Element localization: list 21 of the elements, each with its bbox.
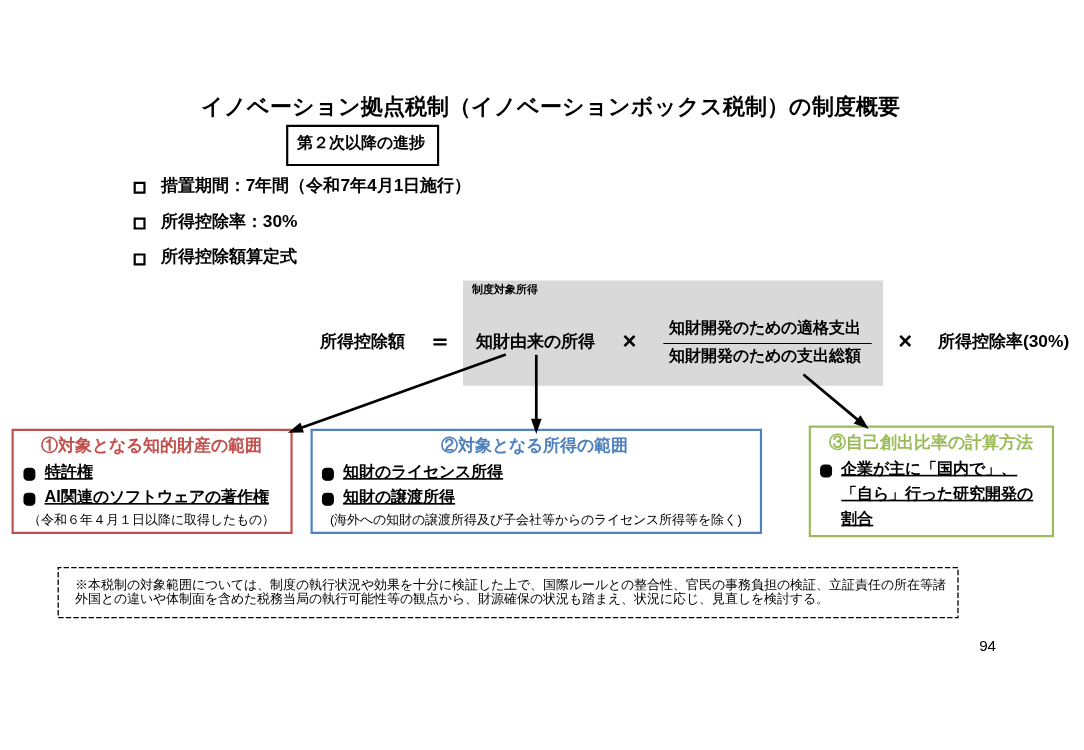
node-box: ②対象となる所得の範囲 知財のライセンス所得 知財の譲渡所得 (海外への知財の譲渡所得及び子会社等からのライセンス所得等を除く) bbox=[310, 428, 763, 534]
label: 措置期間：7年間（令和7年4月1日施行） bbox=[160, 174, 472, 195]
label: 94 bbox=[979, 637, 997, 655]
label: 所得控除額算定式 bbox=[160, 246, 297, 267]
arrow bbox=[530, 354, 542, 434]
arrow bbox=[802, 373, 869, 430]
label: 所得控除率(30%) bbox=[937, 330, 1070, 351]
node-box: 第２次以降の進捗 bbox=[286, 124, 440, 167]
node-box: ③自己創出比率の計算方法 企業が主に「国内で」、「自ら」行った研究開発の割合 bbox=[808, 425, 1055, 538]
label: 所得控除額 bbox=[319, 330, 405, 351]
label: × bbox=[898, 326, 913, 354]
label: × bbox=[622, 326, 637, 354]
arrow bbox=[287, 353, 507, 433]
label: ＝ bbox=[427, 326, 452, 354]
node-box: ①対象となる知的財産の範囲 特許権 AI関連のソフトウェアの著作権 （令和６年４月１日以降に取得したもの） bbox=[11, 428, 293, 534]
diagram-title: イノベーション拠点税制（イノベーションボックス税制）の制度概要 bbox=[201, 93, 901, 119]
label: 所得控除率：30% bbox=[160, 210, 298, 231]
node-text: 知財由来の所得 bbox=[475, 330, 595, 351]
node-label: 知財開発のための支出総額 bbox=[668, 345, 861, 364]
node-label: 知財開発のための適格支出 bbox=[668, 317, 861, 336]
node-box: ※本税制の対象範囲については、制度の執行状況や効果を十分に検証した上で、国際ルールとの整合性、官民の事務負担の検証、立証責任の所在等諸外国との違いや体制面を含めた税務当局の執行可能性等の観点から、財源確保の状況も踏まえ、状況に応じ、見直しを検討する。 bbox=[57, 567, 959, 619]
